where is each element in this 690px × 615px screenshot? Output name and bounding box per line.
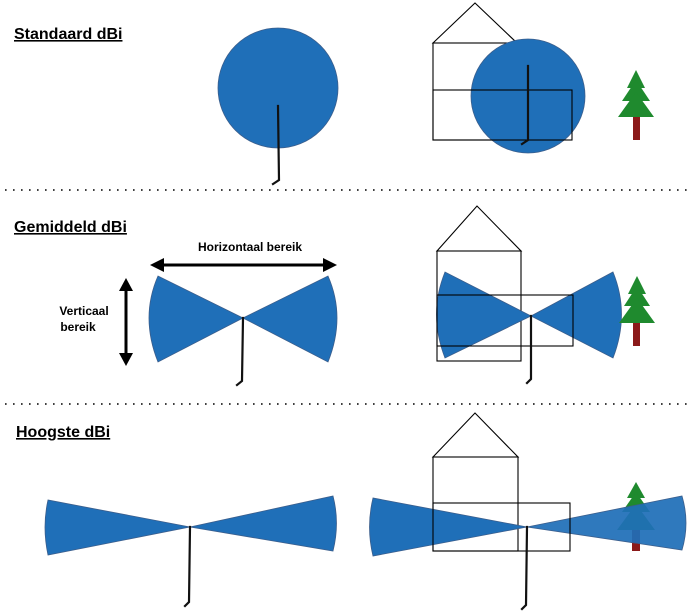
horizontal-range-arrow: [150, 258, 337, 272]
house-extension: [436, 294, 574, 347]
tree-icon: [619, 276, 655, 346]
signal-lobe-left: [148, 275, 244, 363]
section-title-standaard: Standaard dBi: [14, 26, 122, 43]
antenna-icon: [520, 64, 530, 146]
signal-lobe-right: [242, 275, 338, 363]
house-extension: [432, 89, 573, 141]
section-title-hoogste: Hoogste dBi: [16, 424, 110, 441]
horizontal-range-label: Horizontaal bereik: [198, 240, 302, 254]
signal-lobe-left: [369, 497, 528, 557]
antenna-icon: [271, 104, 281, 186]
signal-lobe-right: [189, 495, 337, 552]
radiation-pattern-standard: [217, 27, 339, 186]
section-title-gemiddeld: Gemiddeld dBi: [14, 219, 127, 236]
house-scene-high: [369, 412, 687, 611]
arrow-up-head: [119, 278, 133, 291]
signal-lobe-left: [44, 499, 191, 556]
arrow-down-head: [119, 353, 133, 366]
vertical-range-label-line1: Verticaal: [59, 304, 108, 318]
antenna-icon: [525, 314, 533, 385]
signal-lobe-right: [526, 495, 687, 551]
antenna-icon: [183, 525, 192, 608]
house-roof: [431, 2, 519, 44]
vertical-range-label-line2: bereik: [60, 320, 96, 334]
arrow-right-head: [323, 258, 337, 272]
house-roof: [435, 205, 523, 252]
antenna-icon: [235, 316, 245, 387]
house-extension: [432, 502, 571, 552]
vertical-range-arrow: [119, 278, 133, 366]
signal-lobe-right: [530, 271, 622, 359]
signal-lobe-left: [436, 271, 532, 359]
antenna-icon: [520, 525, 529, 611]
house-scene-medium: [435, 205, 655, 385]
house-scene-standard: [431, 2, 654, 154]
tree-icon: [618, 70, 654, 140]
radiation-pattern-medium: [148, 275, 338, 387]
radiation-pattern-high: [44, 495, 337, 608]
arrow-left-head: [150, 258, 164, 272]
house-roof: [431, 412, 520, 458]
